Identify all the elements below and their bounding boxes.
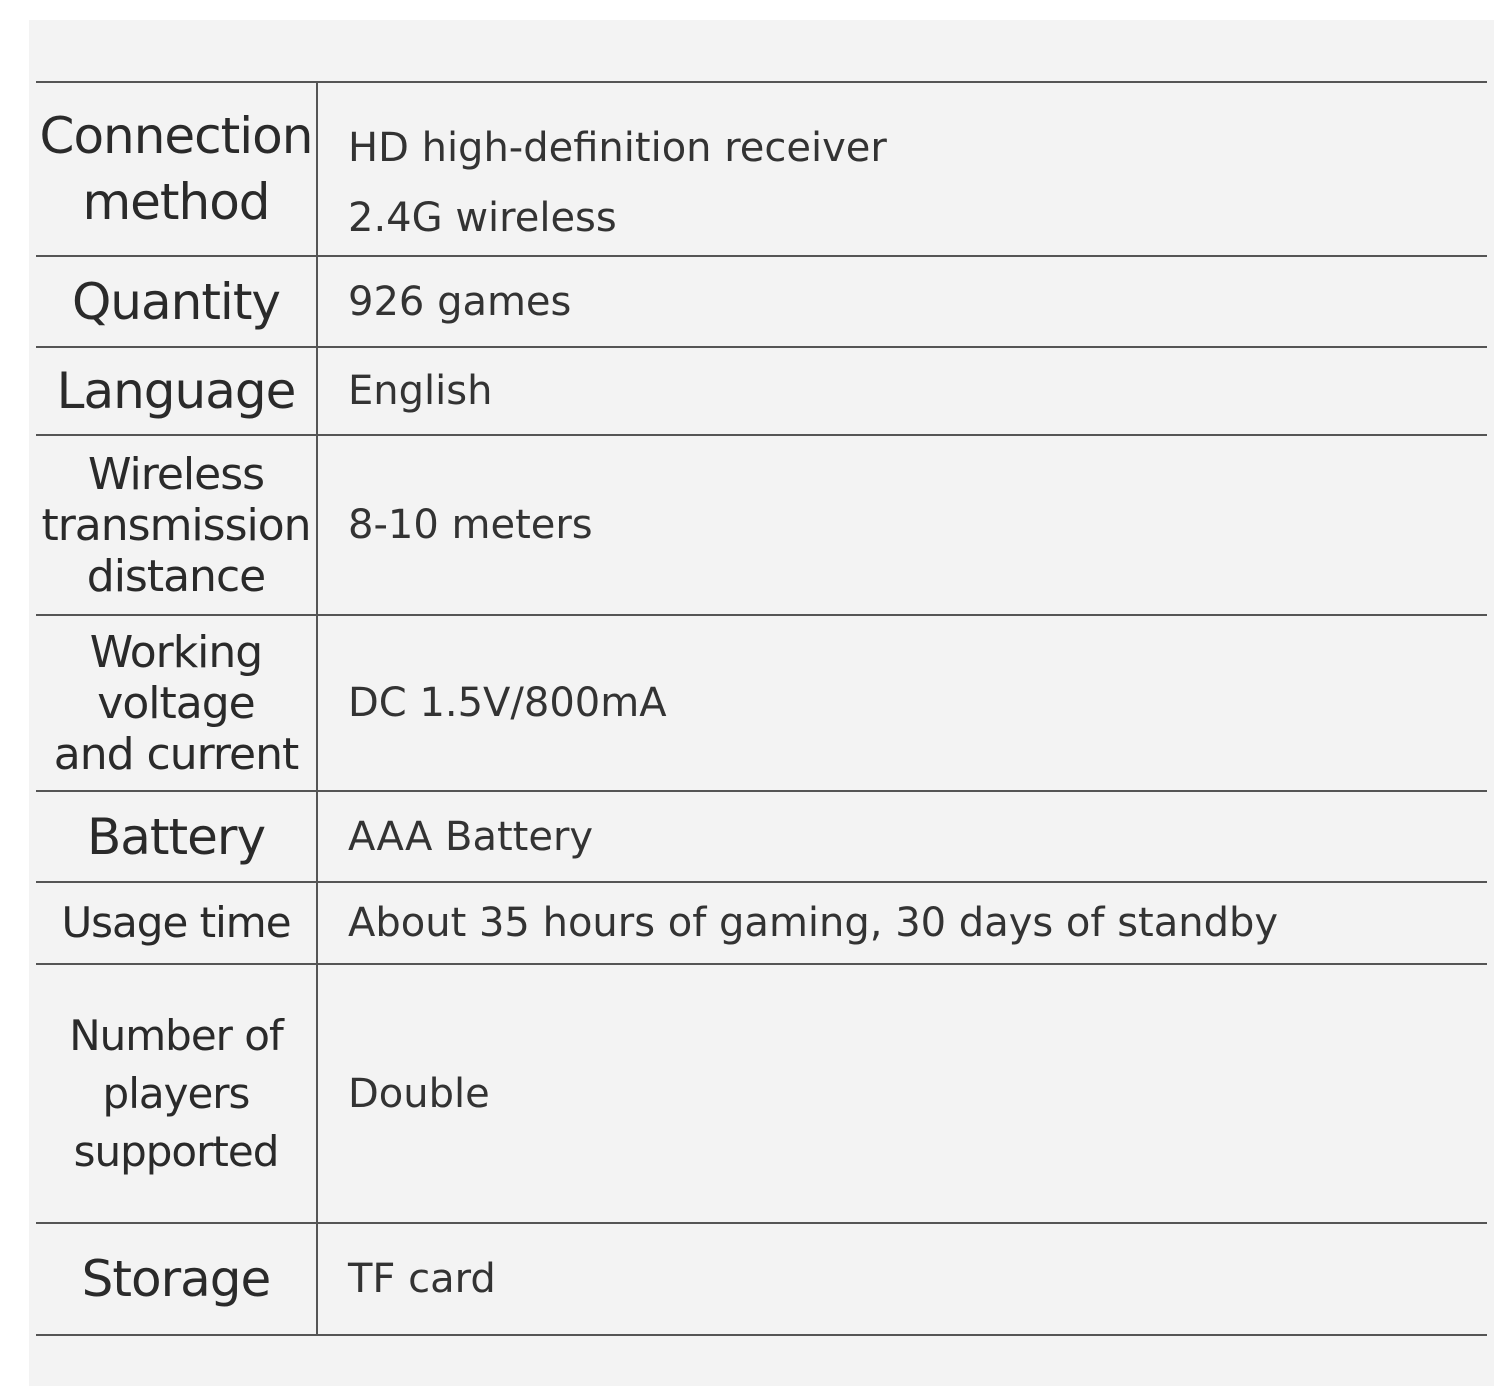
spec-value-line: 8-10 meters	[348, 502, 593, 548]
spec-value: TF card	[318, 1224, 1487, 1334]
spec-value-line: English	[348, 368, 493, 414]
spec-label: Wireless transmission distance	[36, 436, 318, 614]
spec-label: Quantity	[36, 257, 318, 346]
spec-value-line: AAA Battery	[348, 813, 594, 860]
spec-value-line: Double	[348, 1070, 490, 1117]
spec-value: About 35 hours of gaming, 30 days of sta…	[318, 883, 1487, 963]
spec-row-connection-method: Connection method HD high-definition rec…	[36, 83, 1487, 257]
spec-value: 926 games	[318, 257, 1487, 346]
spec-value-line: HD high-definition receiver	[348, 125, 887, 171]
spec-row-battery: Battery AAA Battery	[36, 792, 1487, 883]
spec-label: Language	[36, 348, 318, 434]
spec-table: Connection method HD high-definition rec…	[36, 81, 1487, 1336]
spec-label: Storage	[36, 1224, 318, 1334]
spec-value-line: 2.4G wireless	[348, 195, 617, 241]
spec-value: AAA Battery	[318, 792, 1487, 881]
spec-value-line: About 35 hours of gaming, 30 days of sta…	[348, 900, 1279, 946]
spec-value: 8-10 meters	[318, 436, 1487, 614]
spec-label: Working voltage and current	[36, 616, 318, 790]
spec-value-line: TF card	[348, 1256, 496, 1302]
spec-panel	[29, 20, 1494, 1386]
spec-label: Usage time	[36, 883, 318, 963]
spec-row-language: Language English	[36, 348, 1487, 436]
spec-value: English	[318, 348, 1487, 434]
spec-label: Number of players supported	[36, 965, 318, 1222]
spec-row-voltage-current: Working voltage and current DC 1.5V/800m…	[36, 616, 1487, 792]
spec-row-usage-time: Usage time About 35 hours of gaming, 30 …	[36, 883, 1487, 965]
spec-value: HD high-definition receiver 2.4G wireles…	[318, 83, 1487, 255]
spec-value-line: DC 1.5V/800mA	[348, 680, 667, 726]
spec-row-wireless-distance: Wireless transmission distance 8-10 mete…	[36, 436, 1487, 616]
spec-value-line: 926 games	[348, 278, 572, 325]
spec-row-players: Number of players supported Double	[36, 965, 1487, 1224]
spec-value: Double	[318, 965, 1487, 1222]
spec-row-storage: Storage TF card	[36, 1224, 1487, 1336]
spec-label: Battery	[36, 792, 318, 881]
spec-row-quantity: Quantity 926 games	[36, 257, 1487, 348]
spec-value: DC 1.5V/800mA	[318, 616, 1487, 790]
spec-label: Connection method	[36, 83, 318, 255]
